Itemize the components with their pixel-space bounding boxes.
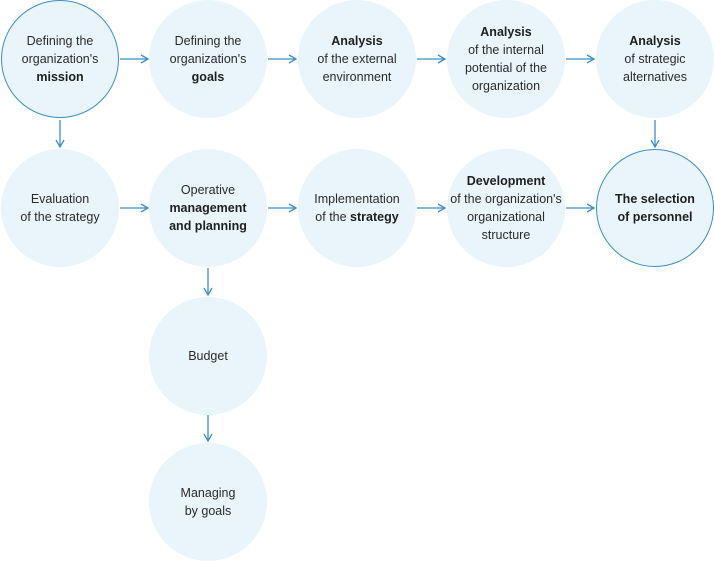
label-line: and planning	[169, 217, 247, 235]
label-line: Defining the	[170, 32, 247, 50]
label-text: organization's	[169, 52, 247, 66]
node-managing-by-goals: Managing by goals	[149, 443, 267, 561]
node-strategic-alternatives: Analysis of strategic alternatives	[596, 0, 714, 118]
label-line: of the strategy	[314, 208, 399, 226]
label-line: of the strategy	[20, 208, 99, 226]
label-text-bold: Analysis	[480, 25, 532, 39]
node-label: The selection of personnel	[611, 190, 699, 226]
label-line: of personnel	[615, 208, 695, 226]
label-text-bold: Development	[466, 174, 546, 188]
label-text: potential of the	[464, 61, 547, 75]
node-evaluation-strategy: Evaluation of the strategy	[1, 149, 119, 267]
label-line: Budget	[188, 347, 228, 365]
node-label: Budget	[184, 347, 232, 365]
label-line: organizational	[450, 208, 562, 226]
label-line: organization's	[170, 50, 247, 68]
label-text: Evaluation	[30, 192, 90, 206]
label-line: organization	[465, 77, 547, 95]
label-line: goals	[170, 68, 247, 86]
label-line: by goals	[181, 502, 236, 520]
label-line: of the internal	[465, 41, 547, 59]
label-text-bold: The selection	[615, 192, 695, 206]
node-defining-mission: Defining the organization's mission	[1, 0, 119, 118]
node-label: Implementation of the strategy	[310, 190, 403, 226]
label-text: of the organization's	[450, 192, 562, 206]
label-line: environment	[317, 68, 396, 86]
label-text: of the external	[317, 52, 397, 66]
label-text-bold: Analysis	[331, 34, 383, 48]
label-text: of the	[315, 210, 351, 224]
label-line: management	[169, 199, 247, 217]
label-text: by goals	[184, 504, 232, 518]
label-line: Evaluation	[20, 190, 99, 208]
node-label: Evaluation of the strategy	[16, 190, 103, 226]
label-line: Analysis	[317, 32, 396, 50]
label-line: Development	[450, 172, 562, 190]
node-development-structure: Development of the organization's organiza…	[447, 149, 565, 267]
node-label: Defining the organization's mission	[18, 32, 103, 86]
node-label: Analysis of the external environment	[313, 32, 400, 86]
label-text: environment	[322, 70, 392, 84]
node-selection-personnel: The selection of personnel	[596, 149, 714, 267]
label-text-bold: of personnel	[617, 210, 693, 224]
label-text: Managing	[180, 486, 236, 500]
label-line: Analysis	[623, 32, 687, 50]
node-operative-management: Operative management and planning	[149, 149, 267, 267]
node-implementation-strategy: Implementation of the strategy	[298, 149, 416, 267]
label-text: Defining the	[26, 34, 94, 48]
label-text-bold: goals	[191, 70, 225, 84]
label-text: alternatives	[623, 70, 687, 84]
label-line: Analysis	[465, 23, 547, 41]
node-external-environment: Analysis of the external environment	[298, 0, 416, 118]
label-line: of the organization's	[450, 190, 562, 208]
label-line: organization's	[22, 50, 99, 68]
label-text-bold: and planning	[169, 219, 247, 233]
node-defining-goals: Defining the organization's goals	[149, 0, 267, 118]
label-text: of strategic	[624, 52, 686, 66]
node-budget: Budget	[149, 297, 267, 415]
label-text: of the internal	[468, 43, 544, 57]
label-text: organization	[471, 79, 541, 93]
label-line: of the external	[317, 50, 396, 68]
label-line: Defining the	[22, 32, 99, 50]
label-text: Budget	[188, 349, 228, 363]
label-text: Defining the	[174, 34, 242, 48]
label-text-bold: management	[169, 201, 247, 215]
label-text: of the strategy	[20, 210, 100, 224]
label-line: alternatives	[623, 68, 687, 86]
node-internal-potential: Analysis of the internal potential of the o…	[447, 0, 565, 118]
node-label: Analysis of strategic alternatives	[619, 32, 691, 86]
label-text: structure	[481, 228, 531, 242]
label-line: structure	[450, 226, 562, 244]
label-line: The selection	[615, 190, 695, 208]
label-text-bold: strategy	[350, 210, 399, 224]
label-text: Implementation	[314, 192, 400, 206]
label-text-bold: Analysis	[629, 34, 681, 48]
node-label: Operative management and planning	[165, 181, 251, 235]
label-line: Managing	[181, 484, 236, 502]
label-text-bold: mission	[36, 70, 84, 84]
node-label: Managing by goals	[177, 484, 240, 520]
node-label: Development of the organization's organiza…	[446, 172, 566, 244]
label-text: organizational	[467, 210, 545, 224]
label-line: Operative	[169, 181, 247, 199]
label-text: Operative	[180, 183, 236, 197]
node-label: Defining the organization's goals	[166, 32, 251, 86]
label-line: potential of the	[465, 59, 547, 77]
label-line: of strategic	[623, 50, 687, 68]
label-line: Implementation	[314, 190, 399, 208]
node-label: Analysis of the internal potential of the o…	[461, 23, 551, 95]
label-text: organization's	[21, 52, 99, 66]
label-line: mission	[22, 68, 99, 86]
